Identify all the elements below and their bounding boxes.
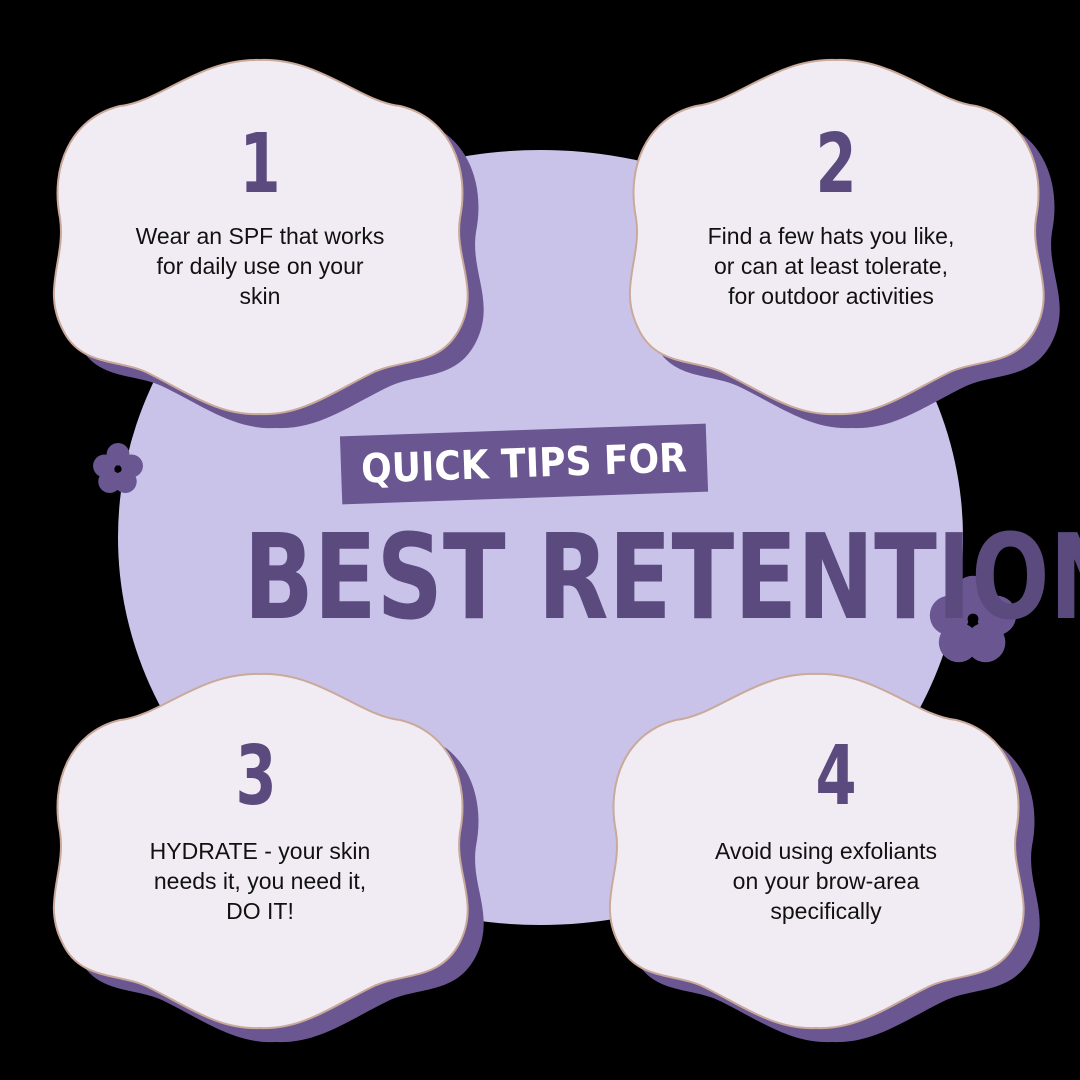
tip-card-2: 2 Find a few hats you like, or can at le… (626, 58, 1066, 429)
tip-text: Avoid using exfoliants on your brow-area… (714, 838, 938, 924)
tip-number: 2 (815, 117, 857, 212)
tip-text: Find a few hats you like, or can at leas… (707, 223, 955, 309)
tip-number: 3 (235, 729, 277, 824)
tag-label: QUICK TIPS FOR (360, 435, 688, 493)
page-title: BEST RETENTION (243, 508, 1080, 646)
flower-icon (92, 442, 144, 494)
tip-number: 4 (815, 729, 857, 824)
tip-number: 1 (239, 117, 281, 212)
flower-icon (928, 574, 1018, 664)
tip-card-3: 3 HYDRATE - your skin needs it, you need… (50, 672, 490, 1043)
tip-text: HYDRATE - your skin needs it, you need i… (149, 838, 371, 924)
tip-card-1: 1 Wear an SPF that works for daily use o… (50, 58, 490, 429)
tip-text: Wear an SPF that works for daily use on … (135, 223, 385, 309)
tip-card-4: 4 Avoid using exfoliants on your brow-ar… (606, 672, 1046, 1043)
